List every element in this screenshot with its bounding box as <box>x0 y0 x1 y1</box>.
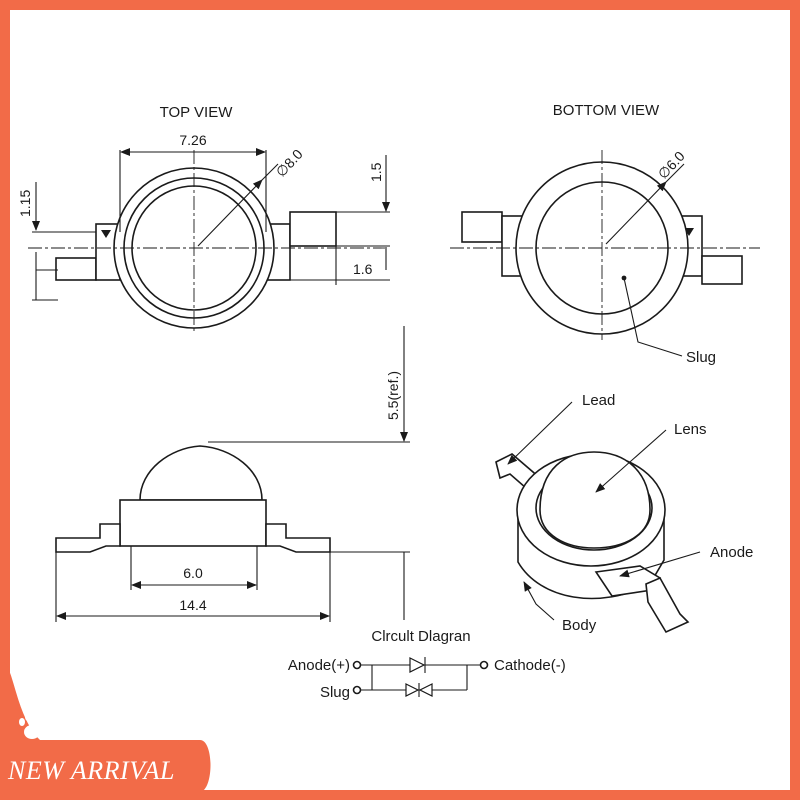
dim-body-label: 6.0 <box>183 565 203 581</box>
bottom-right-lead <box>701 255 743 285</box>
dim-width-label: 7.26 <box>179 132 206 148</box>
new-arrival-badge <box>0 660 211 792</box>
iso-lead-right <box>645 576 690 634</box>
dim-diameter-label: ∅8.0 <box>272 146 305 180</box>
dim-lead-width-label: 1.6 <box>353 261 373 277</box>
lead-label: Lead <box>582 392 615 409</box>
top-view: TOP VIEW 7.26 ∅8.0 1.15 1.5 <box>17 104 390 332</box>
frame-right <box>790 0 800 800</box>
bottom-view-title: BOTTOM VIEW <box>553 102 660 119</box>
top-view-title: TOP VIEW <box>160 104 234 121</box>
anode-terminal <box>352 660 362 670</box>
side-view: 5.5(ref.) 6.0 14.4 <box>55 326 410 622</box>
dim-lead-height-label: 1.5 <box>368 162 384 182</box>
bottom-view: BOTTOM VIEW ∅6.0 Slug <box>450 102 760 366</box>
iso-view: Lead Lens Anode Body <box>495 392 753 634</box>
circuit-anode-label: Anode(+) <box>288 657 350 674</box>
esd-diode-a <box>405 683 420 697</box>
body-label: Body <box>562 617 597 634</box>
bottom-left-lead <box>461 211 503 243</box>
top-left-lead <box>55 257 97 281</box>
paw-icon <box>19 713 45 739</box>
dim-height-label: 5.5(ref.) <box>385 371 401 420</box>
frame-left <box>0 0 10 800</box>
circuit-cathode-label: Cathode(-) <box>494 657 566 674</box>
side-right-lead <box>265 523 331 553</box>
dim-total-label: 14.4 <box>179 597 206 613</box>
polarity-mark <box>101 230 111 238</box>
slug-label: Slug <box>686 349 716 366</box>
badge-text: NEW ARRIVAL <box>8 756 176 785</box>
side-body <box>119 499 267 547</box>
dim-lead-offset-label: 1.15 <box>17 190 33 217</box>
lens-label: Lens <box>674 421 707 438</box>
cathode-terminal <box>479 660 489 670</box>
circuit-title: Clrcult Dlagran <box>371 628 470 645</box>
side-lens <box>139 445 263 501</box>
anode-label: Anode <box>710 544 753 561</box>
frame-top <box>0 0 800 10</box>
circuit-diagram: Clrcult Dlagran Anode(+) Slug Cathode(-) <box>288 628 566 701</box>
iso-lens <box>539 451 651 549</box>
side-left-lead <box>55 523 121 553</box>
slug-terminal <box>352 685 362 695</box>
badge-shape <box>0 660 211 792</box>
led-diode-symbol <box>409 657 426 673</box>
esd-diode-b <box>418 683 433 697</box>
circuit-slug-label: Slug <box>320 684 350 701</box>
top-right-lead <box>289 211 337 247</box>
frame-bottom <box>0 790 800 800</box>
